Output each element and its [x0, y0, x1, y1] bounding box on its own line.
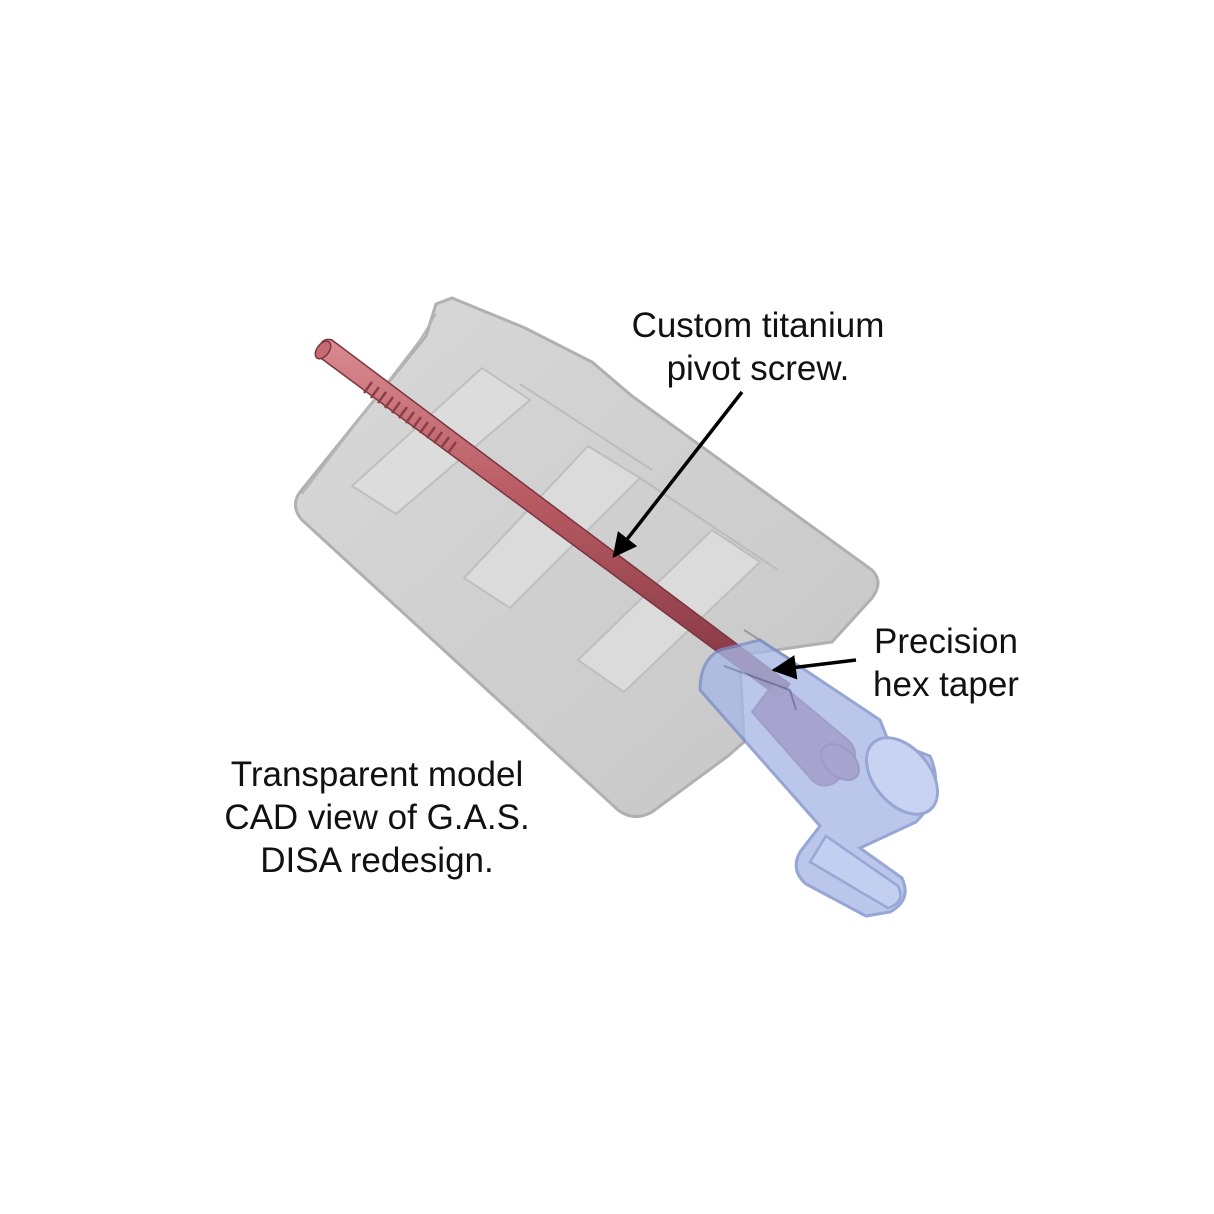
- screw-tip: [314, 340, 332, 360]
- taper-stem: [808, 834, 902, 910]
- label-hex-taper-line-2: hex taper: [873, 665, 1019, 704]
- hex-taper: [698, 638, 939, 918]
- label-hex-taper: Precision hex taper: [848, 620, 1044, 706]
- label-caption: Transparent model CAD view of G.A.S. DIS…: [184, 753, 570, 882]
- label-pivot-screw: Custom titanium pivot screw.: [598, 304, 918, 390]
- taper-edge: [723, 665, 797, 711]
- taper-flange: [865, 736, 939, 816]
- screw-threads: [362, 381, 458, 454]
- arrow-to-taper: [771, 655, 857, 680]
- label-caption-line-2: CAD view of G.A.S.: [224, 798, 530, 837]
- label-pivot-screw-line-2: pivot screw.: [666, 349, 850, 388]
- label-hex-taper-line-1: Precision: [874, 622, 1018, 661]
- housing-inner-edge: [301, 313, 437, 495]
- label-caption-line-1: Transparent model: [230, 755, 524, 794]
- arrow-to-screw: [612, 390, 744, 558]
- label-pivot-screw-line-1: Custom titanium: [631, 306, 885, 345]
- leader-arrows: [612, 390, 857, 680]
- label-caption-line-3: DISA redesign.: [260, 841, 494, 880]
